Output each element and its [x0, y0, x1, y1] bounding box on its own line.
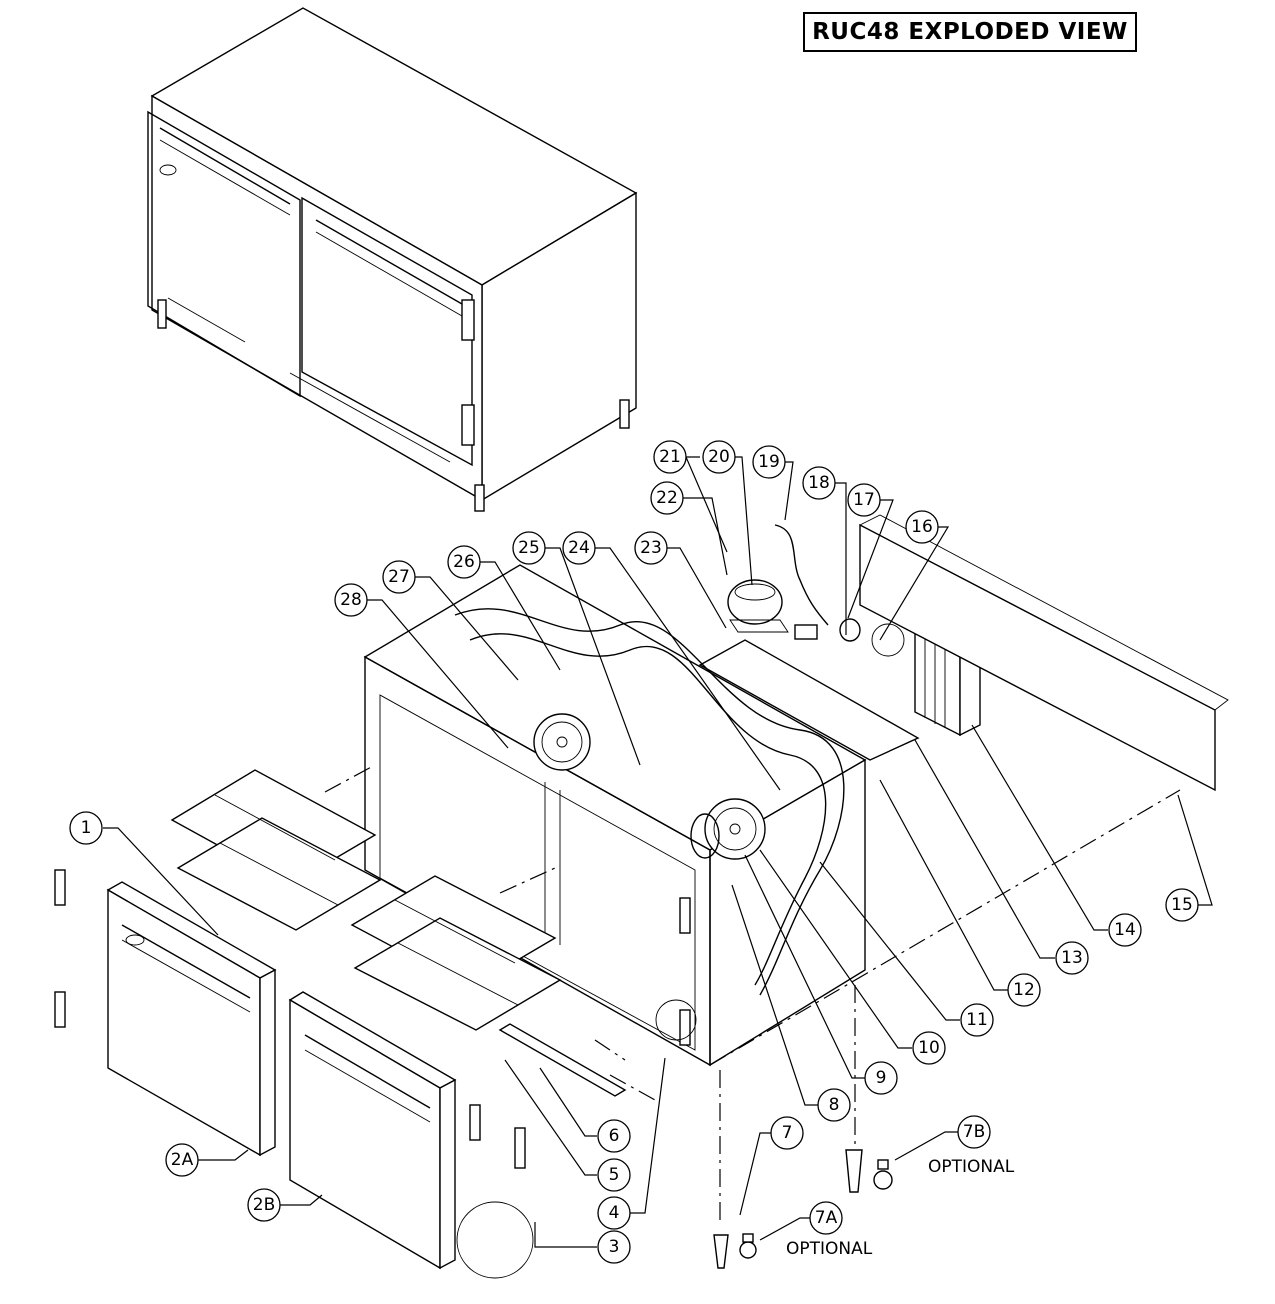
callout-7: 7: [770, 1116, 804, 1150]
svg-text:15: 15: [1171, 895, 1193, 915]
svg-text:16: 16: [911, 517, 933, 537]
svg-text:24: 24: [568, 538, 590, 558]
callout-14: 14: [1108, 913, 1142, 947]
callout-leaders: [103, 456, 1213, 1248]
kick-plate: [498, 1023, 627, 1097]
assembled-unit: [147, 7, 638, 512]
svg-text:7B: 7B: [963, 1122, 985, 1142]
callout-8: 8: [817, 1088, 851, 1122]
callout-7b: 7B: [957, 1115, 991, 1149]
door-2b: [288, 991, 457, 1270]
svg-text:19: 19: [758, 452, 780, 472]
svg-text:14: 14: [1114, 920, 1136, 940]
callout-3: 3: [597, 1230, 631, 1264]
callout-13: 13: [1055, 941, 1089, 975]
svg-text:13: 13: [1061, 948, 1083, 968]
svg-text:20: 20: [708, 447, 730, 467]
svg-text:25: 25: [518, 538, 540, 558]
svg-text:12: 12: [1013, 980, 1035, 1000]
svg-text:27: 27: [388, 567, 410, 587]
compressor: [727, 579, 789, 633]
caster-7a: [739, 1233, 757, 1259]
callout-27: 27: [382, 560, 416, 594]
alignment-lines: [324, 764, 1181, 1225]
callout-11: 11: [960, 1003, 994, 1037]
callout-7a: 7A: [809, 1201, 843, 1235]
svg-text:8: 8: [829, 1095, 840, 1115]
callout-6: 6: [597, 1119, 631, 1153]
callout-21: 21: [653, 440, 687, 474]
svg-text:7A: 7A: [815, 1208, 838, 1228]
svg-text:28: 28: [340, 590, 362, 610]
svg-text:3: 3: [609, 1237, 620, 1257]
callout-9: 9: [864, 1061, 898, 1095]
caster-7b-wheel: [873, 1159, 893, 1190]
callout-24: 24: [562, 531, 596, 565]
power-cord: [774, 524, 829, 626]
callout-16: 16: [905, 510, 939, 544]
rear-panel: [859, 523, 1216, 792]
evaporator-fan-right: [690, 798, 766, 860]
evaporator-fan-left: [533, 713, 591, 771]
svg-text:2B: 2B: [253, 1195, 275, 1215]
optional-label-7b: OPTIONAL: [928, 1157, 1015, 1177]
relay-box: [794, 624, 818, 640]
svg-text:6: 6: [609, 1126, 620, 1146]
svg-text:21: 21: [659, 447, 681, 467]
condenser-fan: [839, 618, 905, 657]
svg-text:23: 23: [640, 538, 662, 558]
callout-2a: 2A: [165, 1143, 199, 1177]
callout-12: 12: [1007, 973, 1041, 1007]
svg-text:10: 10: [918, 1038, 940, 1058]
svg-text:17: 17: [853, 490, 875, 510]
callout-20: 20: [702, 440, 736, 474]
callout-28: 28: [334, 583, 368, 617]
wire-shelves: [170, 769, 562, 1031]
svg-text:22: 22: [656, 488, 678, 508]
callout-25: 25: [512, 531, 546, 565]
callout-17: 17: [847, 483, 881, 517]
svg-text:26: 26: [453, 552, 475, 572]
leg-7b: [845, 1149, 863, 1193]
callout-26: 26: [447, 545, 481, 579]
svg-text:4: 4: [609, 1203, 620, 1223]
callout-4: 4: [597, 1196, 631, 1230]
svg-text:5: 5: [609, 1165, 620, 1185]
svg-text:9: 9: [876, 1068, 887, 1088]
callout-1: 1: [69, 811, 103, 845]
hinge-assemblies: [54, 869, 697, 1279]
callout-5: 5: [597, 1158, 631, 1192]
svg-text:2A: 2A: [171, 1150, 194, 1170]
svg-text:11: 11: [966, 1010, 988, 1030]
callout-23: 23: [634, 531, 668, 565]
svg-text:18: 18: [808, 473, 830, 493]
diagram-title: RUC48 EXPLODED VIEW: [803, 12, 1137, 52]
svg-text:7: 7: [782, 1123, 793, 1143]
callout-2b: 2B: [247, 1188, 281, 1222]
callout-22: 22: [650, 481, 684, 515]
svg-text:1: 1: [81, 818, 92, 838]
callout-18: 18: [802, 466, 836, 500]
callout-10: 10: [912, 1031, 946, 1065]
compressor-platform: [698, 639, 920, 761]
leg-7: [713, 1234, 729, 1269]
callout-15: 15: [1165, 888, 1199, 922]
callout-19: 19: [752, 445, 786, 479]
optional-label-7a: OPTIONAL: [786, 1239, 873, 1259]
door-2a: [106, 881, 277, 1157]
